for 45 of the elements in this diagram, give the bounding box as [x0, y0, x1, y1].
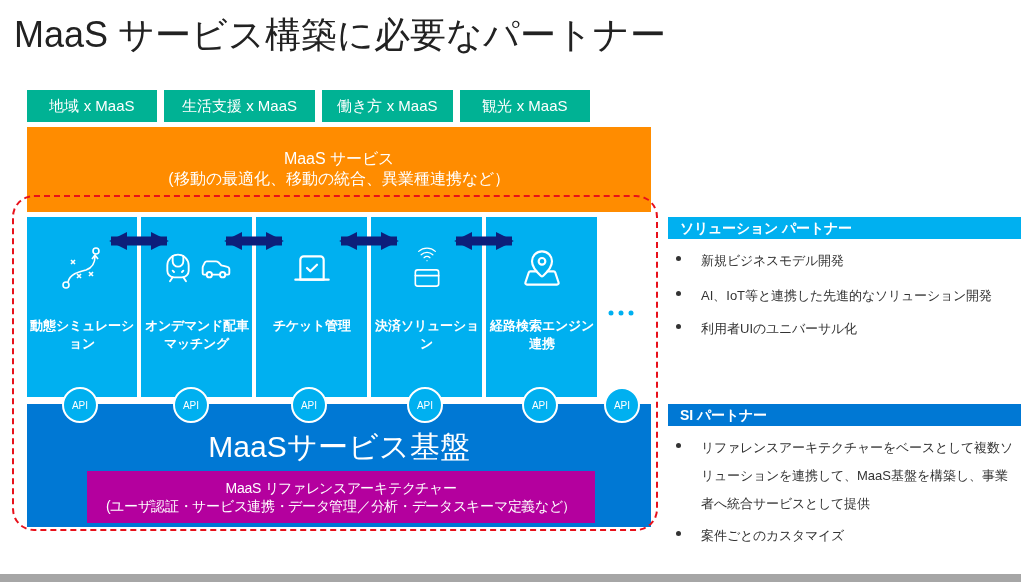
node-title: API — [299, 398, 319, 413]
node-title: MaaS リファレンスアーキテクチャー — [224, 479, 458, 497]
node-title: API — [415, 398, 435, 413]
node-title: MaaSサービス基盤 — [207, 429, 471, 465]
node-title: SI パートナー — [679, 405, 769, 425]
node-title: チケット管理 — [271, 317, 352, 335]
bullet-text: AI、IoT等と連携した先進的なソリューション開発 — [701, 287, 993, 305]
node-title: 決済ソリューション — [373, 317, 480, 353]
node-title: API — [70, 398, 90, 413]
node-title: 地域 x MaaS — [48, 95, 136, 116]
node-title: ソリューション パートナー — [679, 218, 853, 238]
module-box — [141, 217, 252, 397]
double-arrow — [339, 232, 399, 250]
service-band — [27, 127, 651, 212]
node-subtitle: (移動の最適化、移動の統合、異業種連携など） — [167, 169, 511, 189]
bullet-text: リファレンスアーキテクチャーをベースとして複数ソリューションを連携して、MaaS基盤を構築し、事業者へ統合サービスとして提供 — [701, 439, 1014, 513]
node-title: API — [530, 398, 550, 413]
architecture-box — [87, 471, 595, 523]
double-arrow — [454, 232, 514, 250]
bullet-text: 新規ビジネスモデル開発 — [701, 252, 844, 270]
double-arrow — [109, 232, 169, 250]
section-header — [668, 217, 1021, 239]
node-title: 経路検索エンジン連携 — [488, 317, 595, 353]
category-box — [27, 90, 157, 122]
module-box — [371, 217, 482, 397]
node-title: 動態シミュレーション — [29, 317, 135, 353]
page-title: MaaS サービス構築に必要なパートナー — [14, 13, 667, 57]
node-title: 生活支援 x MaaS — [181, 95, 298, 116]
double-arrow — [224, 232, 284, 250]
bullet-text: 案件ごとのカスタマイズ — [701, 527, 844, 545]
category-box — [322, 90, 453, 122]
module-box — [486, 217, 597, 397]
node-title: API — [181, 398, 201, 413]
module-box — [256, 217, 367, 397]
node-title: API — [612, 398, 632, 413]
node-subtitle: (ユーザ認証・サービス連携・データ管理／分析・データスキーマ定義など） — [104, 497, 578, 515]
node-title: 観光 x MaaS — [481, 95, 569, 116]
module-box — [27, 217, 137, 397]
node-title: MaaS サービス — [282, 149, 396, 169]
bullet-text: 利用者UIのユニバーサル化 — [701, 320, 857, 338]
category-box — [460, 90, 590, 122]
section-header — [668, 404, 1021, 426]
node-title: 働き方 x MaaS — [336, 95, 439, 116]
node-title: オンデマンド配車マッチング — [143, 317, 250, 353]
category-box — [164, 90, 315, 122]
